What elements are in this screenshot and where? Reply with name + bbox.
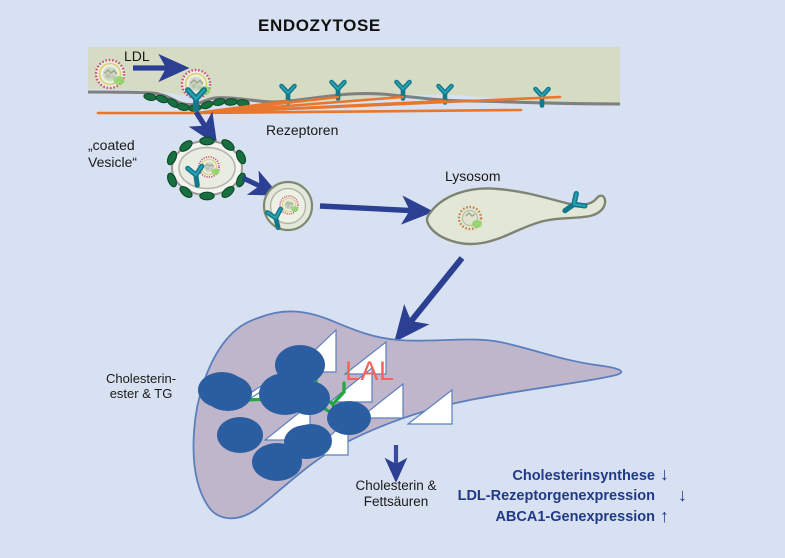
endosome-to-lysosome-arrow [319, 195, 435, 225]
outcome-text-1: LDL-Rezeptorgenexpression [457, 488, 655, 504]
label-coated-vesicle: „coated Vesicle“ [88, 137, 138, 170]
receptor-leader-lines [96, 95, 562, 115]
vesicle-to-endosome-arrow [241, 170, 280, 196]
lysosome-body [425, 187, 607, 246]
page-title: ENDOZYTOSE [258, 16, 381, 35]
internalization-arrow [188, 110, 218, 146]
outcome-arrow-down-0: ↓ [660, 464, 669, 484]
cholesterol-ester-droplets [198, 345, 371, 481]
lysosome-to-cell-arrow [394, 256, 465, 343]
lipid-laden-cell [192, 310, 623, 520]
lysosome [425, 187, 607, 246]
outcome-arrow-down-1: ↓ [678, 485, 687, 505]
endosome [262, 180, 314, 230]
outcome-text-0: Cholesterinsynthese [512, 468, 655, 484]
label-lal-enzyme: LAL [345, 356, 395, 386]
outcome-text-2: ABCA1-Genexpression [495, 509, 655, 525]
label-cholesterin-fettsaeuren: Cholesterin & Fettsäuren [355, 478, 437, 509]
extracellular-band [88, 47, 620, 104]
label-rezeptoren: Rezeptoren [266, 122, 339, 138]
label-lysosom: Lysosom [445, 168, 501, 184]
outcome-arrow-up-2: ↑ [660, 506, 669, 526]
coated-vesicle [165, 136, 248, 201]
lysosome-ldl-remnant [457, 205, 483, 231]
label-ldl: LDL [124, 48, 150, 64]
label-cholesterinester-tg: Cholesterin- ester & TG [105, 371, 177, 402]
